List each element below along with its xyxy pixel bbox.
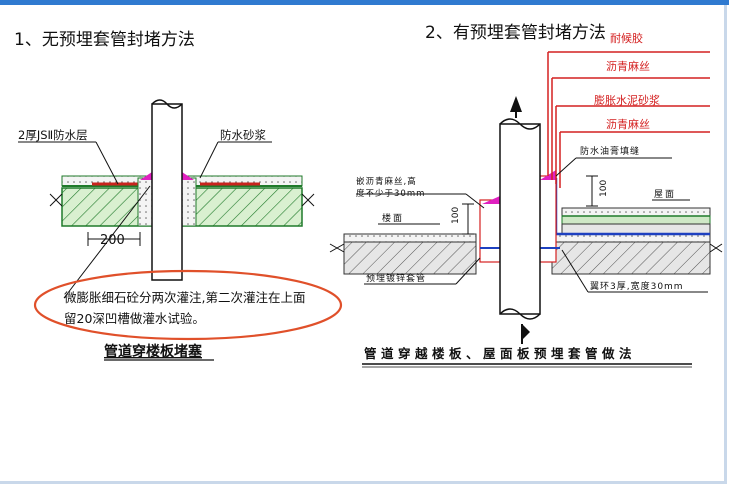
highlight-ellipse bbox=[33, 269, 343, 341]
label-mortar: 防水砂浆 bbox=[220, 128, 266, 142]
slide-frame bbox=[0, 5, 727, 484]
title-bar-strip bbox=[0, 0, 729, 5]
left-grout-fill bbox=[137, 172, 197, 227]
right-roof-layers bbox=[554, 178, 711, 236]
label-sleeve: 预埋镀锌套管 bbox=[366, 272, 426, 284]
left-leaders bbox=[18, 141, 272, 299]
callout-sealant: 耐候胶 bbox=[610, 31, 643, 45]
dim-100-left: 100 bbox=[451, 207, 461, 224]
right-section-arrows bbox=[510, 96, 530, 344]
callout-asphalt-1: 沥青麻丝 bbox=[606, 59, 650, 73]
caption-right: 管道穿越楼板、屋面板预埋套管做法 bbox=[364, 346, 636, 361]
left-dimension: 200 bbox=[87, 232, 141, 248]
label-membrane: 2厚JSⅡ防水层 bbox=[18, 128, 88, 142]
note-line-2: 留20深凹槽做灌水试验。 bbox=[64, 311, 205, 326]
label-ring: 翼环3厚,宽度30mm bbox=[590, 280, 684, 292]
right-leaders bbox=[356, 51, 710, 293]
label-asphalt-line2: 度不少于30mm bbox=[356, 188, 425, 199]
right-sleeve-and-pipe bbox=[479, 118, 560, 320]
heading-left: 1、无预埋套管封堵方法 bbox=[14, 30, 195, 50]
left-pipe bbox=[151, 99, 183, 281]
caption-left: 管道穿楼板堵塞 bbox=[104, 343, 203, 360]
dim-100-right: 100 bbox=[599, 180, 609, 197]
callout-asphalt-2: 沥青麻丝 bbox=[606, 117, 650, 131]
label-roof: 屋面 bbox=[654, 189, 676, 200]
note-line-1: 微膨胀细石砼分两次灌注,第二次灌注在上面 bbox=[64, 290, 305, 305]
dimension-label: 200 bbox=[100, 233, 125, 248]
label-asphalt-line1: 嵌沥青麻丝,高 bbox=[356, 176, 417, 187]
heading-right: 2、有预埋套管封堵方法 bbox=[425, 23, 606, 43]
right-dimensions: 100 100 bbox=[451, 175, 609, 235]
label-sealant-joint: 防水油膏填缝 bbox=[580, 145, 640, 157]
callout-expansive-mortar: 膨胀水泥砂浆 bbox=[594, 93, 660, 107]
label-floor: 楼面 bbox=[382, 212, 404, 224]
right-floor-slab bbox=[329, 233, 723, 275]
